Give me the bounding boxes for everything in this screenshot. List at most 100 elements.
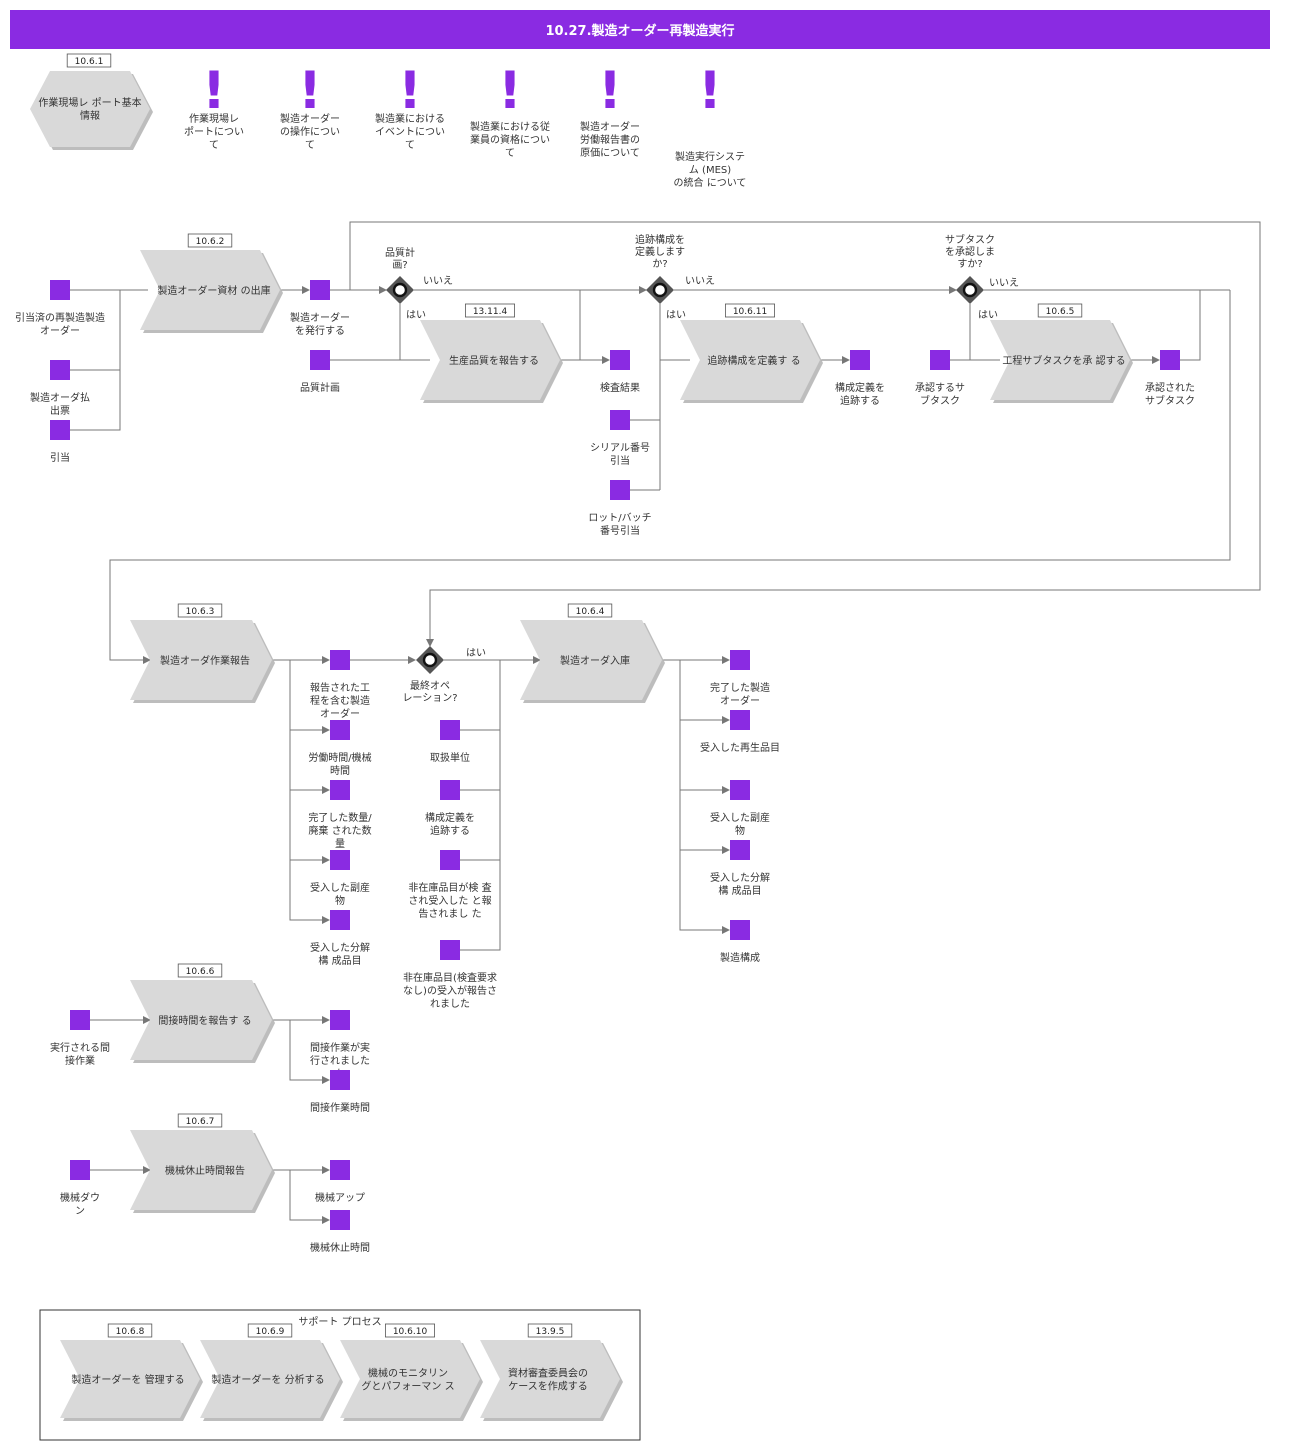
item-issue-order[interactable]: 製造オーダーを発行する [290, 280, 350, 337]
item-indirect-in[interactable]: 実行される間接作業 [50, 1010, 110, 1067]
gateway-no-label: いいえ [685, 275, 715, 287]
item-completed-qty[interactable]: 完了した数量/廃棄 された数量 [308, 780, 372, 850]
support-process-1[interactable]: 10.6.8 製造オーダーを 管理する [60, 1323, 203, 1421]
item-label: 承認するサブタスク [915, 381, 965, 407]
item-label: 完了した数量/廃棄 された数量 [308, 811, 372, 850]
process-id-tag [464, 303, 515, 318]
gateway-trace[interactable]: 追跡構成を定義しますか? はい いいえ [635, 233, 715, 321]
item-reserve[interactable]: 引当 [50, 420, 70, 464]
process-id-tag [725, 303, 776, 318]
item-reported-op[interactable]: 報告された工程を含む製造オーダー [310, 650, 370, 720]
item-disassembly-a[interactable]: 受入した分解構 成品目 [310, 910, 370, 967]
process-id-label: 10.6.8 [116, 1327, 145, 1337]
item-recycled[interactable]: 受入した再生品目 [700, 710, 780, 754]
item-disassembly-b[interactable]: 受入した分解構 成品目 [710, 840, 770, 897]
item-machine-downtime[interactable]: 機械休止時間 [310, 1210, 370, 1254]
item-machine-down[interactable]: 機械ダウン [60, 1160, 100, 1217]
note-1[interactable]: !作業現場レポートについて [184, 61, 244, 151]
item-label: シリアル番号引当 [590, 442, 650, 467]
item-lot[interactable]: ロット/バッチ番号引当 [588, 480, 652, 537]
process-id-label: 10.6.2 [196, 237, 225, 247]
item-label: 製造構成 [720, 951, 760, 964]
gateway-yes-label: はい [406, 309, 426, 321]
process-id-label: 13.9.5 [536, 1327, 565, 1337]
item-serial[interactable]: シリアル番号引当 [590, 410, 650, 467]
exclamation-icon: ! [398, 61, 422, 121]
process-id-tag [187, 233, 233, 248]
note-6[interactable]: !製造実行システム (MES)の統合 について [674, 61, 747, 189]
note-3[interactable]: !製造業におけるイベントについて [375, 61, 445, 151]
flow-connector [289, 660, 330, 794]
process-label: 製造オーダ作業報告 [160, 654, 250, 667]
item-reserved[interactable]: 引当済の再製造製造オーダー [15, 280, 105, 337]
item-approved-sub[interactable]: 承認されたサブタスク [1145, 350, 1195, 407]
item-completed-order[interactable]: 完了した製造オーダー [710, 650, 770, 707]
item-label: 受入した副産物 [310, 881, 370, 907]
gateway-question: サブタスクを承認しますか? [945, 233, 995, 270]
item-indirect-time[interactable]: 間接作業時間 [310, 1070, 370, 1114]
process-id-tag [177, 1113, 223, 1128]
item-inspection[interactable]: 検査結果 [600, 350, 640, 394]
item-byproduct-a[interactable]: 受入した副産物 [310, 850, 370, 907]
item-label: 非在庫品目(検査要求なし)の受入が報告されました [403, 971, 497, 1010]
item-approve-sub[interactable]: 承認するサブタスク [915, 350, 965, 407]
process-id-label: 10.6.10 [393, 1327, 428, 1337]
item-label: 構成定義を追跡する [835, 381, 885, 407]
process-id-label: 10.6.6 [186, 967, 215, 977]
note-5[interactable]: !製造オーダー労働報告書の原価について [580, 61, 640, 159]
item-trace-def-2[interactable]: 構成定義を追跡する [425, 780, 475, 837]
note-4[interactable]: !製造業における従業員の資格について [470, 61, 550, 159]
process-id-tag [66, 53, 112, 68]
gateway-final[interactable]: 最終オペレーション?はい [402, 646, 486, 704]
item-quality-plan[interactable]: 品質計画 [300, 350, 340, 394]
note-label: 製造オーダーの操作について [280, 112, 340, 151]
note-label: 製造オーダー労働報告書の原価について [580, 120, 640, 159]
exclamation-icon: ! [698, 61, 722, 121]
flow-connector [70, 290, 121, 431]
process-id-label: 10.6.7 [186, 1117, 215, 1127]
item-label: 引当 [50, 451, 70, 464]
item-byproduct-b[interactable]: 受入した副産物 [710, 780, 770, 837]
flow-connector [349, 221, 1261, 647]
gateway-yes-label: はい [666, 309, 686, 321]
flow-connector [289, 1170, 330, 1224]
item-unit[interactable]: 取扱単位 [430, 720, 470, 764]
process-id-tag [567, 603, 613, 618]
exclamation-icon: ! [298, 61, 322, 121]
process-label: 工程サブタスクを承 認する [1002, 354, 1125, 367]
item-machine-up[interactable]: 機械アップ [315, 1160, 365, 1204]
item-trace-def[interactable]: 構成定義を追跡する [835, 350, 885, 407]
flow-connector [460, 660, 501, 791]
note-2[interactable]: !製造オーダーの操作について [280, 61, 340, 151]
item-label: 製造オーダ払出票 [30, 391, 90, 417]
gateway-question: 追跡構成を定義しますか? [635, 233, 685, 270]
note-label: 製造業におけるイベントについて [375, 112, 445, 151]
item-label: 受入した副産物 [710, 811, 770, 837]
gateway-yes-label: はい [466, 647, 486, 659]
item-noninv-noinsp[interactable]: 非在庫品目(検査要求なし)の受入が報告されました [403, 940, 497, 1010]
flow-connector [460, 660, 501, 951]
item-noninv-insp[interactable]: 非在庫品目が検 査され受入した と報告されまし た [408, 850, 492, 920]
flow-connector [1180, 290, 1201, 361]
item-label: 機械休止時間 [310, 1241, 370, 1254]
item-picking[interactable]: 製造オーダ払出票 [30, 360, 90, 417]
item-labor[interactable]: 労働時間/機械時間 [308, 720, 372, 777]
process-label: 製造オーダーを 管理する [71, 1373, 184, 1386]
item-label: 品質計画 [300, 381, 340, 394]
item-mfg-config[interactable]: 製造構成 [720, 920, 760, 964]
